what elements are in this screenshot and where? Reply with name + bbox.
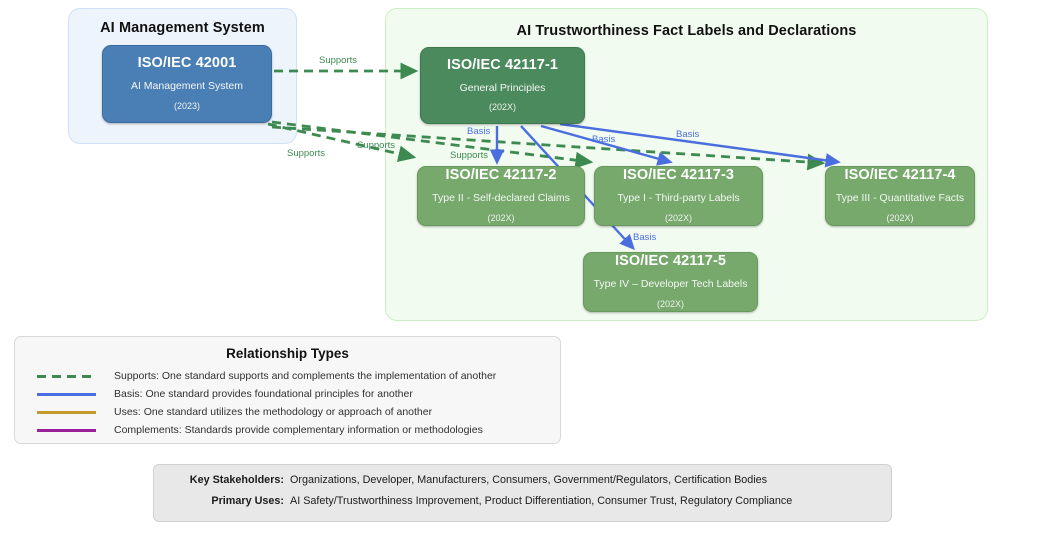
node-iso-iec-42001[interactable]: ISO/IEC 42001 AI Management System (2023…	[102, 45, 272, 123]
node-year: (202X)	[656, 298, 684, 309]
summary-panel: Key Stakeholders: Organizations, Develop…	[153, 464, 892, 522]
node-code: ISO/IEC 42117-3	[622, 167, 735, 184]
group-title-ai-trustworthiness: AI Trustworthiness Fact Labels and Decla…	[516, 23, 857, 39]
node-description: AI Management System	[130, 80, 244, 93]
node-description: Type IV – Developer Tech Labels	[593, 278, 748, 291]
legend-item-basis: Basis: One standard provides foundationa…	[15, 385, 560, 403]
node-description: General Principles	[459, 81, 546, 94]
node-code: ISO/IEC 42001	[137, 55, 237, 72]
node-code: ISO/IEC 42117-1	[446, 56, 559, 73]
node-iso-iec-42117-3[interactable]: ISO/IEC 42117-3 Type I - Third-party Lab…	[594, 166, 763, 226]
legend-label-complements: Complements: Standards provide complemen…	[114, 424, 483, 436]
legend-item-complements: Complements: Standards provide complemen…	[15, 421, 560, 439]
node-year: (202X)	[886, 212, 914, 223]
legend-label-supports: Supports: One standard supports and comp…	[114, 370, 497, 382]
edge-label-supports-1: Supports	[319, 55, 357, 66]
summary-value-primary-uses: AI Safety/Trustworthiness Improvement, P…	[290, 495, 793, 507]
legend-title: Relationship Types	[226, 346, 349, 361]
node-code: ISO/IEC 42117-5	[614, 253, 727, 270]
node-iso-iec-42117-5[interactable]: ISO/IEC 42117-5 Type IV – Developer Tech…	[583, 252, 758, 312]
legend-swatch-uses-icon	[37, 410, 96, 414]
legend-panel: Relationship Types Supports: One standar…	[14, 336, 561, 444]
node-description: Type III - Quantitative Facts	[835, 192, 965, 205]
legend-item-supports: Supports: One standard supports and comp…	[15, 367, 560, 385]
node-code: ISO/IEC 42117-4	[844, 167, 956, 184]
legend-label-basis: Basis: One standard provides foundationa…	[114, 388, 413, 400]
summary-label-key-stakeholders: Key Stakeholders:	[189, 474, 284, 486]
node-year: (2023)	[173, 100, 200, 111]
legend-swatch-basis-icon	[37, 392, 96, 396]
summary-label-primary-uses: Primary Uses:	[211, 495, 284, 507]
node-description: Type II - Self-declared Claims	[432, 192, 570, 205]
legend-swatch-complements-icon	[37, 428, 96, 432]
node-iso-iec-42117-2[interactable]: ISO/IEC 42117-2 Type II - Self-declared …	[417, 166, 585, 226]
legend-item-uses: Uses: One standard utilizes the methodol…	[15, 403, 560, 421]
node-description: Type I - Third-party Labels	[617, 192, 740, 205]
node-code: ISO/IEC 42117-2	[445, 167, 557, 184]
edge-label-supports-2: Supports	[287, 148, 325, 159]
legend-label-uses: Uses: One standard utilizes the methodol…	[114, 406, 433, 418]
node-iso-iec-42117-4[interactable]: ISO/IEC 42117-4 Type III - Quantitative …	[825, 166, 975, 226]
node-iso-iec-42117-1[interactable]: ISO/IEC 42117-1 General Principles (202X…	[420, 47, 585, 124]
node-year: (202X)	[664, 212, 692, 223]
node-year: (202X)	[488, 102, 516, 113]
node-year: (202X)	[487, 212, 515, 223]
group-title-ai-management-system: AI Management System	[100, 20, 265, 36]
legend-swatch-supports-icon	[37, 374, 96, 378]
summary-value-key-stakeholders: Organizations, Developer, Manufacturers,…	[290, 474, 768, 486]
summary-row-key-stakeholders: Key Stakeholders: Organizations, Develop…	[154, 474, 891, 495]
summary-row-primary-uses: Primary Uses: AI Safety/Trustworthiness …	[154, 495, 891, 516]
